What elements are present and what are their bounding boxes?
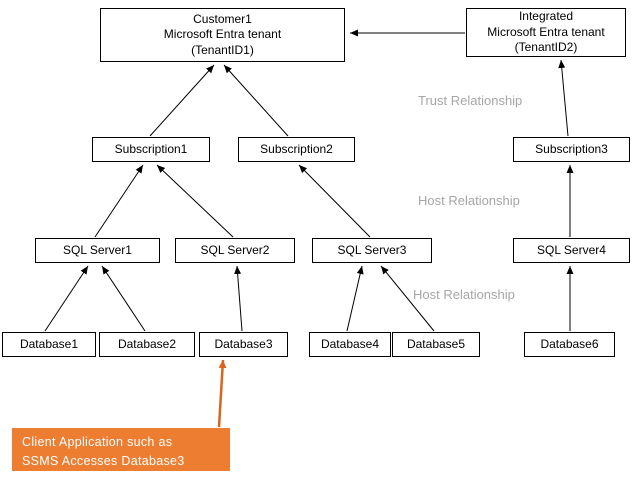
sql-server3-box: SQL Server3	[312, 238, 432, 263]
sql-server4-box: SQL Server4	[513, 238, 630, 263]
sql-server2-box: SQL Server2	[175, 238, 295, 263]
subscription3-box: Subscription3	[513, 137, 630, 162]
trust-relationship-label: Trust Relationship	[418, 93, 523, 108]
host-relationship-label-upper: Host Relationship	[418, 193, 520, 208]
subscription1-box: Subscription1	[92, 137, 210, 162]
tenant-customer1-box: Customer1 Microsoft Entra tenant (Tenant…	[100, 8, 345, 62]
database1-box: Database1	[2, 332, 96, 357]
client-application-callout: Client Application such as SSMS Accesses…	[12, 428, 230, 471]
sql-server1-box: SQL Server1	[35, 238, 160, 263]
database3-box: Database3	[199, 332, 288, 357]
subscription2-box: Subscription2	[238, 137, 355, 162]
tenant-integrated-box: Integrated Microsoft Entra tenant (Tenan…	[466, 8, 626, 57]
database2-box: Database2	[99, 332, 195, 357]
host-relationship-label-lower: Host Relationship	[413, 287, 515, 302]
database6-box: Database6	[524, 332, 615, 357]
database5-box: Database5	[392, 332, 480, 357]
database4-box: Database4	[309, 332, 391, 357]
